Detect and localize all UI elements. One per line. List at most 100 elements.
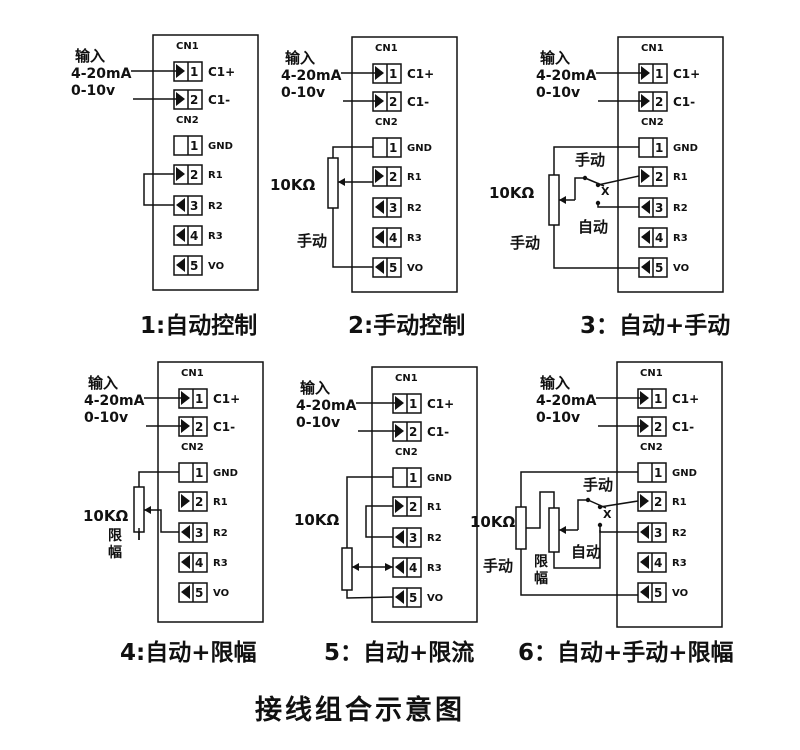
pin-label: R3 [673,233,688,244]
cn2-label: CN2 [641,117,664,128]
pin-number: 2 [190,168,198,182]
panel-caption-p3: 3：自动+手动 [580,313,731,339]
wiper-arrow [338,178,345,186]
input-label: 输入 [88,374,118,392]
pin-label: GND [673,143,698,154]
pin-arrow-left [395,560,404,574]
auto-label: 自动 [571,543,601,561]
pin-number: 1 [655,67,663,81]
pin-label: R1 [672,497,687,508]
pin-number: 5 [655,261,663,275]
input-range-label: 4-20mA [84,393,145,409]
cn1-label: CN1 [375,43,398,54]
pin-number: 2 [389,170,397,184]
potentiometer [341,547,353,591]
pin-label: C1+ [673,67,700,81]
panel-frame [157,361,264,623]
panel-frame [617,36,724,293]
pin-arrow-right [176,64,185,78]
pin-label: VO [427,593,443,604]
diagram-title: 接线组合示意图 [255,695,465,726]
wire-gnd [553,146,639,175]
pin-number: 2 [409,500,417,514]
pin-arrow-right [375,169,384,183]
pin-number: 4 [195,556,203,570]
pin-arrow-left [375,200,384,214]
pin-label: R3 [672,558,687,569]
potentiometer-2 [548,507,560,553]
pin-arrow-right [181,494,190,508]
input-range-label: 4-20mA [71,66,132,82]
pin-label: R2 [208,201,223,212]
panel-caption-p5: 5：自动+限流 [324,640,475,666]
pin-arrow-left [181,555,190,569]
pin-arrow-left [641,200,650,214]
pin-label: VO [208,261,224,272]
panel-frame [616,361,723,628]
pin-label: C1+ [208,65,235,79]
pin-arrow-right [395,424,404,438]
input-range-label: 0-10v [536,410,580,426]
pin-number: 4 [389,231,397,245]
pin-label: VO [213,588,229,599]
pin-number: 5 [190,259,198,273]
pin-number: 4 [654,556,662,570]
cn2-label: CN2 [395,447,418,458]
pin-number: 5 [654,586,662,600]
pin-number: 2 [389,95,397,109]
pin-number: 3 [389,201,397,215]
pin-number: 2 [190,93,198,107]
pin-arrow-left [640,555,649,569]
pin-arrow-left [641,230,650,244]
pin-arrow-left [181,525,190,539]
pin-label: R2 [427,533,442,544]
pin-number: 2 [195,420,203,434]
pin-arrow-right [641,66,650,80]
wire-gnd [138,471,179,487]
input-range-label: 0-10v [296,415,340,431]
cn1-label: CN1 [181,368,204,379]
cn2-label: CN2 [181,442,204,453]
pin-number: 3 [654,526,662,540]
pin-number: 3 [190,199,198,213]
pin-label: GND [213,468,238,479]
pin-number: 3 [195,526,203,540]
potentiometer-1 [515,506,527,550]
wire-vo [332,208,373,268]
pin-arrow-left [640,525,649,539]
pin-arrow-right [181,419,190,433]
input-range-label: 4-20mA [536,393,597,409]
pin-label: C1- [407,95,429,109]
auto-label: 自动 [578,218,608,236]
pin-label: C1+ [213,392,240,406]
wiper-arrow [144,506,151,514]
panel-caption-p4: 4:自动+限幅 [120,640,257,666]
wire-gnd [332,146,373,158]
pin-label: C1+ [427,397,454,411]
pin-label: R3 [427,563,442,574]
pin-number: 5 [195,586,203,600]
pin-number: 1 [654,466,662,480]
limit-label: 限 [534,554,548,570]
pin-label: GND [672,468,697,479]
pin-label: R1 [208,170,223,181]
panel-caption-p2: 2:手动控制 [348,313,466,339]
pin-number: 1 [409,397,417,411]
pin-arrow-left [641,260,650,274]
pin-number: 1 [195,466,203,480]
pin-label: C1+ [407,67,434,81]
pin-label: C1+ [672,392,699,406]
wire-vo [520,549,638,596]
wire-limit [526,491,555,529]
pot-label: 10KΩ [489,184,534,202]
pin-number: 4 [190,229,198,243]
pin-label: VO [407,263,423,274]
wiper-arrow [559,526,566,534]
input-range-label: 0-10v [71,83,115,99]
pin-label: VO [673,263,689,274]
potentiometer [327,157,339,209]
